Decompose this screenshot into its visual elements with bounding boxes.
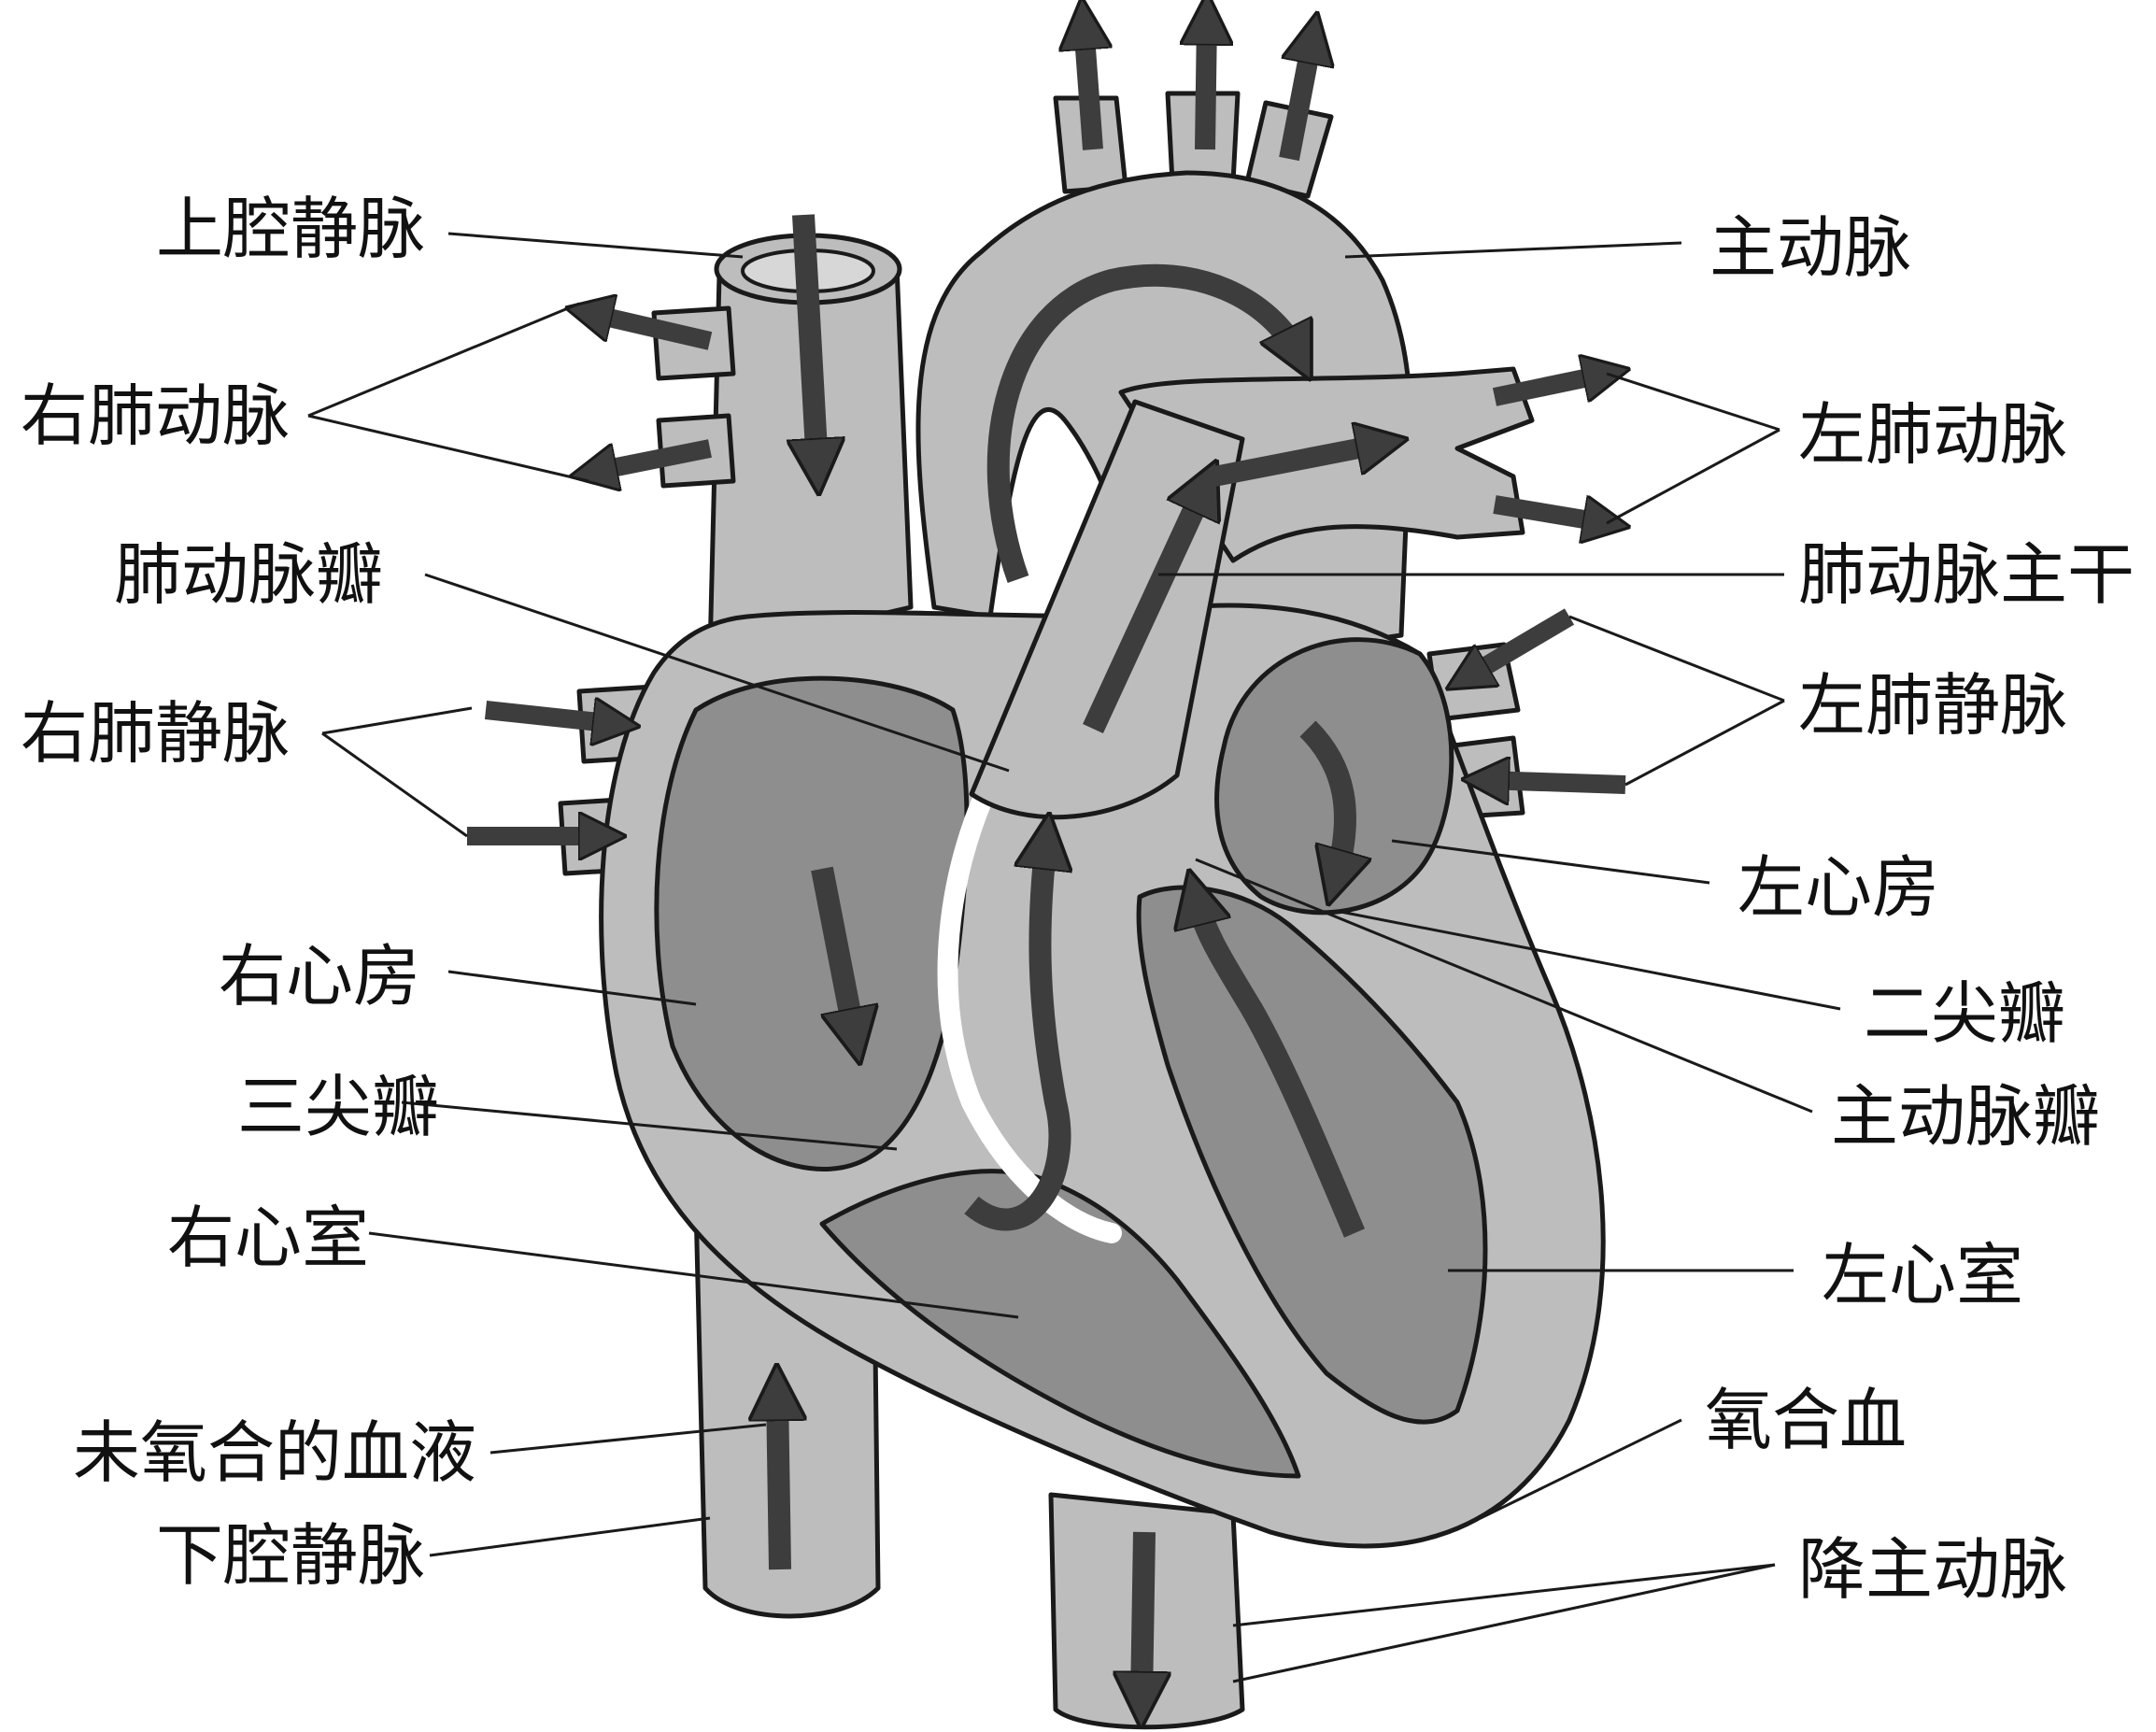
leader-left-pulmonary-vein-upper <box>1568 615 1785 703</box>
flow-arrow-left-pulmonary-artery-lower <box>1493 504 1607 523</box>
right-atrium-chamber <box>654 675 970 1171</box>
label-right-pulmonary-veins: 右肺静脉 <box>21 694 290 773</box>
label-superior-vena-cava: 上腔静脉 <box>156 190 425 268</box>
leader-right-pulmonary-artery-upper <box>307 302 580 418</box>
leader-right-atrium <box>447 970 697 1006</box>
leader-tricuspid-valve <box>401 1100 898 1151</box>
flow-arrow-aortic-arch <box>986 263 1298 584</box>
flow-arrow-right-ventricle <box>964 841 1059 1231</box>
flow-arrow-right-atrium <box>811 866 855 1037</box>
leader-oxygenated-blood <box>1480 1418 1682 1520</box>
flow-arrow-aortic-branch-3 <box>1279 37 1312 162</box>
label-deoxygenated-blood: 未氧合的血液 <box>73 1413 476 1492</box>
leader-left-pulmonary-vein-lower <box>1624 699 1785 787</box>
leader-left-atrium <box>1391 839 1710 885</box>
flow-arrow-left-pulmonary-artery <box>1212 444 1383 487</box>
flow-arrows-group <box>467 19 1625 1700</box>
leader-right-pulmonary-artery-lower <box>307 414 589 483</box>
leader-left-pulmonary-artery-lower <box>1606 428 1780 525</box>
label-right-ventricle: 右心室 <box>167 1199 369 1277</box>
flow-arrow-left-pulmonary-vein-lower <box>1485 780 1626 785</box>
label-left-pulmonary-artery: 左肺动脉 <box>1798 395 2067 474</box>
flow-arrow-right-pulmonary-vein-upper <box>484 710 617 724</box>
septum <box>937 793 1122 1243</box>
label-pulmonary-valve: 肺动脉瓣 <box>114 535 383 614</box>
leader-pulmonary-valve <box>424 573 1010 773</box>
flow-arrow-right-pulmonary-artery-upper <box>589 313 713 350</box>
label-mitral-valve: 二尖瓣 <box>1864 974 2065 1053</box>
leader-right-pulmonary-vein-lower <box>321 731 468 838</box>
leader-mitral-valve <box>1335 909 1841 1011</box>
flow-arrow-aortic-branch-1 <box>1084 23 1093 150</box>
leader-superior-vena-cava <box>447 232 744 259</box>
label-aortic-valve: 主动脉瓣 <box>1831 1077 2100 1156</box>
leader-right-pulmonary-vein-upper <box>321 706 473 735</box>
leader-aorta <box>1344 241 1682 259</box>
flow-arrow-left-pulmonary-vein-upper <box>1467 608 1575 677</box>
label-pulmonary-trunk: 肺动脉主干 <box>1798 535 2135 614</box>
flow-arrow-left-atrium <box>1299 720 1345 878</box>
flow-arrow-left-pulmonary-artery-upper <box>1492 374 1607 406</box>
flow-arrow-aortic-branch-2 <box>1205 19 1207 150</box>
flow-arrow-descending-aorta <box>1142 1531 1144 1700</box>
label-oxygenated-blood: 氧合血 <box>1705 1381 1907 1459</box>
leader-descending-aorta-upper <box>1232 1563 1776 1627</box>
flow-arrow-pulmonary-trunk <box>1083 486 1205 734</box>
leader-left-pulmonary-artery-upper <box>1606 372 1780 432</box>
flow-arrow-superior-vena-cava <box>803 214 817 467</box>
leader-aortic-valve <box>1195 858 1813 1114</box>
label-right-pulmonary-artery: 右肺动脉 <box>21 376 290 455</box>
leader-lines-group <box>307 232 1841 1683</box>
leader-deoxygenated-blood <box>489 1423 767 1455</box>
label-descending-aorta: 降主动脉 <box>1798 1530 2067 1609</box>
flow-arrow-left-ventricle <box>1196 897 1366 1238</box>
labels-group: 上腔静脉 右肺动脉 肺动脉瓣 右肺静脉 右心房 三尖瓣 右心室 未氧合的血液 下… <box>21 190 2135 1609</box>
label-aorta: 主动脉 <box>1709 208 1911 287</box>
label-left-atrium: 左心房 <box>1738 848 1939 927</box>
label-inferior-vena-cava: 下腔静脉 <box>156 1516 425 1595</box>
flow-arrow-inferior-vena-cava <box>777 1392 780 1570</box>
label-tricuspid-valve: 三尖瓣 <box>237 1068 439 1146</box>
leader-descending-aorta-lower <box>1232 1563 1776 1683</box>
flow-arrow-right-pulmonary-artery-lower <box>593 439 712 472</box>
label-right-atrium: 右心房 <box>219 937 420 1015</box>
label-left-ventricle: 左心室 <box>1822 1236 2023 1314</box>
leader-right-ventricle <box>368 1231 1019 1319</box>
label-left-pulmonary-veins: 左肺静脉 <box>1798 666 2067 745</box>
leader-inferior-vena-cava <box>429 1516 711 1557</box>
